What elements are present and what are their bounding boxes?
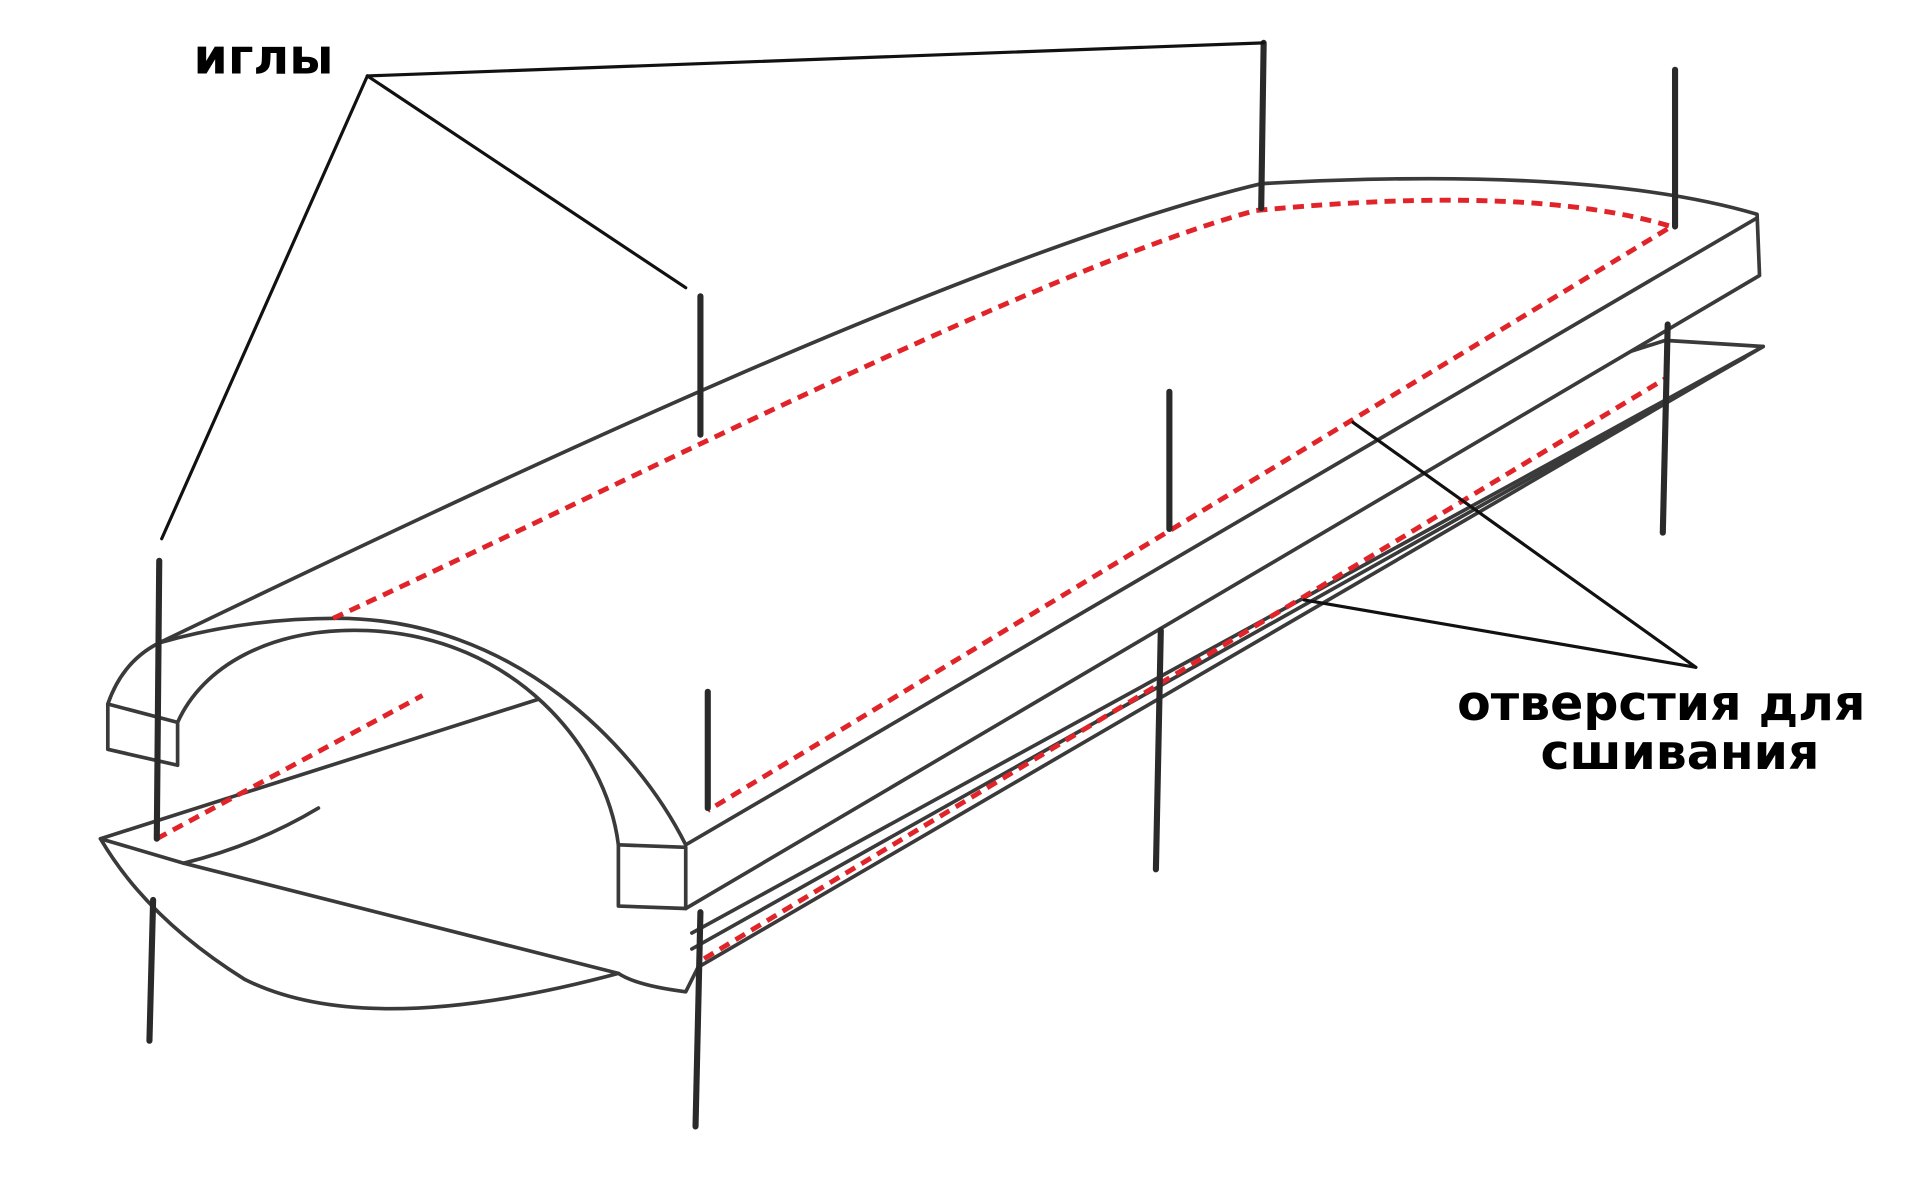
stitch-line-top xyxy=(332,197,1678,813)
holes-label-line1: отверстия для xyxy=(1457,675,1865,732)
stitch-line-lower-front xyxy=(702,375,1669,961)
holes-label-line2: сшивания xyxy=(1540,724,1819,781)
stitch-holes xyxy=(155,197,1678,961)
stitch-line-lower-back xyxy=(155,693,424,841)
needles-label: иглы xyxy=(194,28,334,85)
upper-board xyxy=(105,176,1762,911)
needles xyxy=(146,39,1679,1130)
leader-lines xyxy=(160,41,1698,669)
